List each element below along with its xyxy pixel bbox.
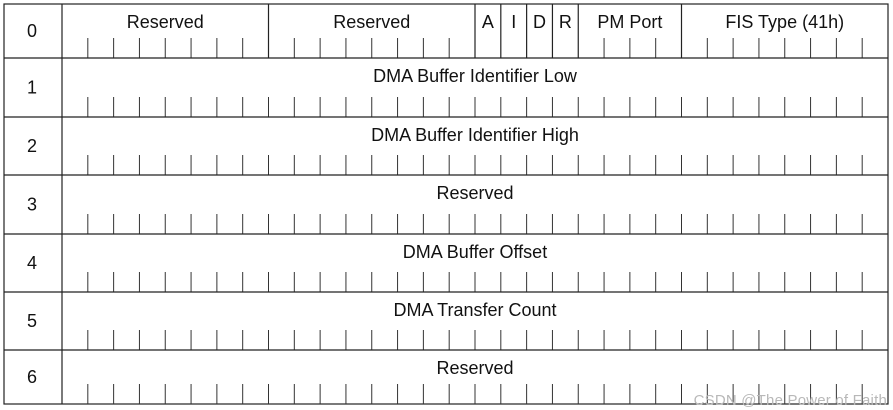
dword-index: 4 [27,253,37,273]
field-label: Reserved [436,183,513,203]
field-label: DMA Buffer Identifier Low [373,66,578,86]
watermark: CSDN @The Power of Faith [693,392,887,409]
field-label: R [559,12,572,32]
field-label: DMA Buffer Identifier High [371,125,579,145]
dword-index: 1 [27,78,37,98]
dword-index: 5 [27,311,37,331]
field-label: PM Port [597,12,662,32]
field-label: D [533,12,546,32]
field-label: I [511,12,516,32]
field-label: FIS Type (41h) [725,12,844,32]
dword-index: 2 [27,136,37,156]
dword-index: 3 [27,195,37,215]
field-label: Reserved [127,12,204,32]
field-label: Reserved [333,12,410,32]
dword-index: 6 [27,367,37,387]
field-label: DMA Transfer Count [393,300,556,320]
diagram-border [3,3,889,405]
field-label: Reserved [436,358,513,378]
field-label: DMA Buffer Offset [403,242,547,262]
field-label: A [482,12,494,32]
dword-index: 0 [27,21,37,41]
